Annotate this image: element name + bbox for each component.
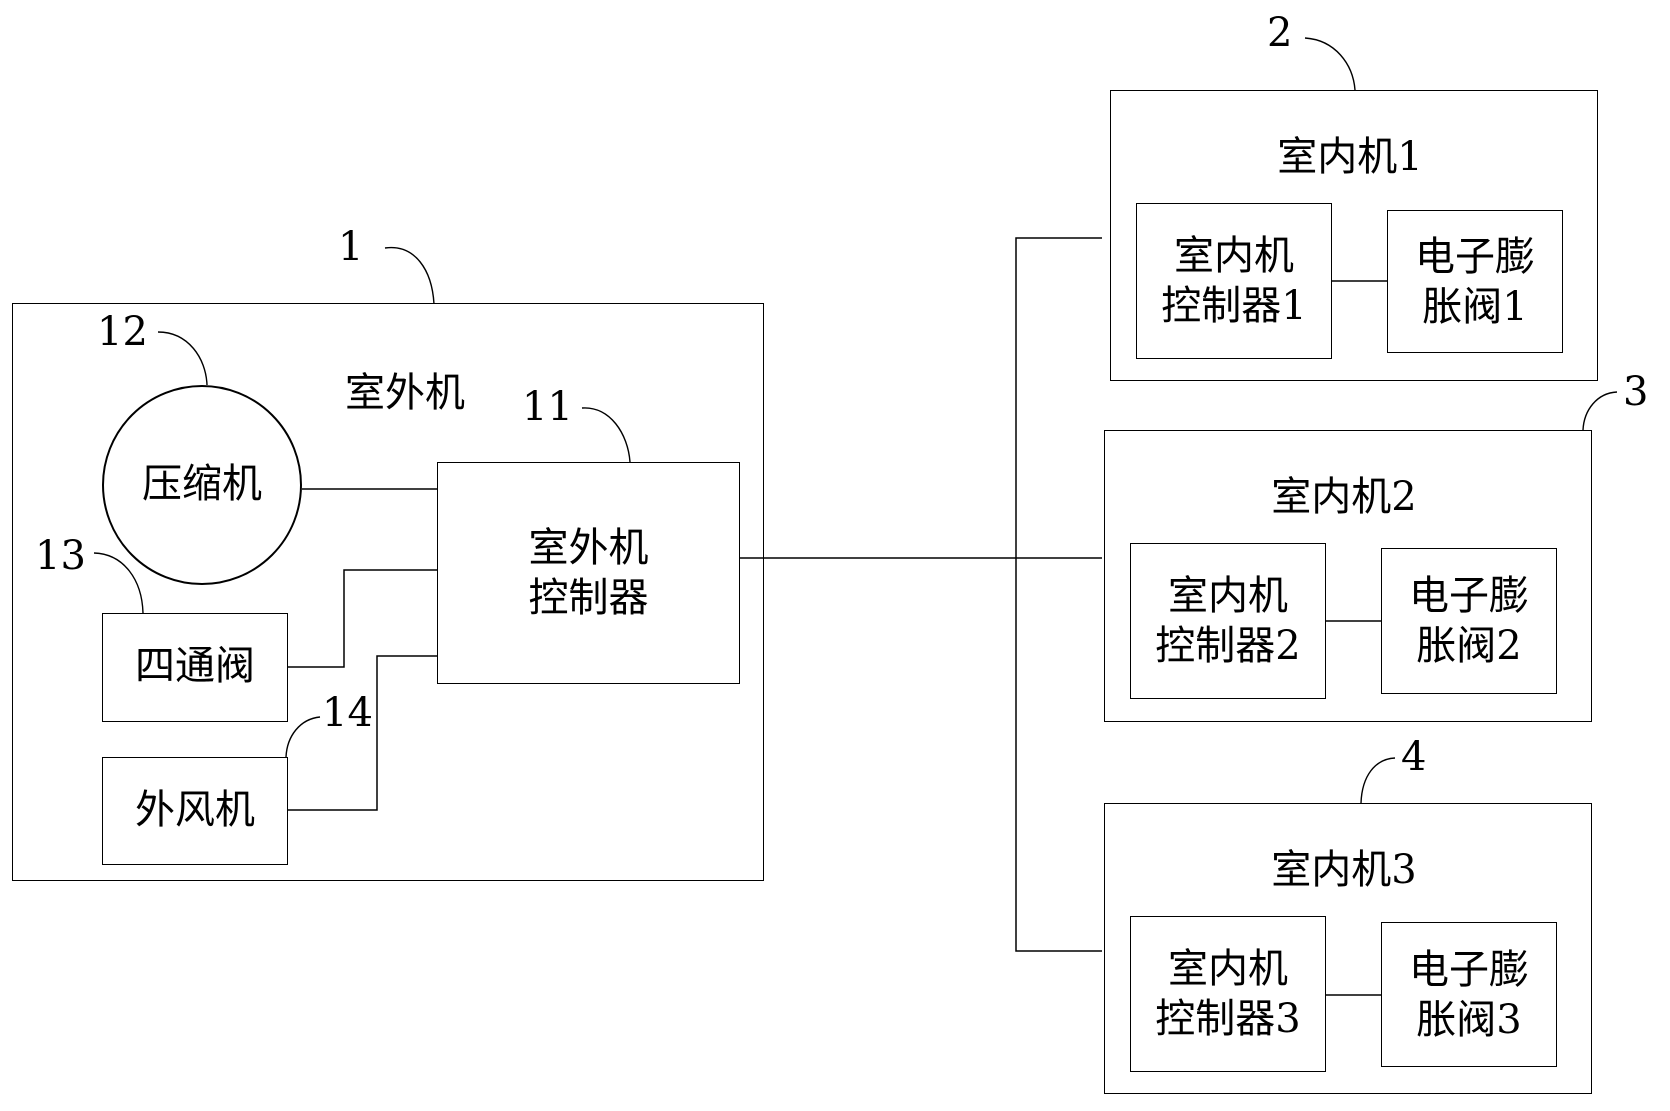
outdoor-controller-line2: 控制器 xyxy=(529,573,649,623)
compressor-label: 压缩机 xyxy=(112,460,292,508)
leader-4 xyxy=(1361,758,1395,803)
outdoor-controller-line1: 室外机 xyxy=(529,523,649,573)
expansion-valve-2-line2: 胀阀2 xyxy=(1416,621,1521,671)
four-way-valve-label: 四通阀 xyxy=(102,642,288,690)
leader-1 xyxy=(385,248,434,304)
indoor-controller-1-line1: 室内机 xyxy=(1174,231,1294,281)
indoor-unit-2-title: 室内机2 xyxy=(1234,473,1454,521)
leader-3 xyxy=(1583,392,1617,430)
indoor-controller-1-box: 室内机 控制器1 xyxy=(1136,203,1332,359)
expansion-valve-1-box: 电子膨 胀阀1 xyxy=(1387,210,1563,353)
indoor-controller-3-line2: 控制器3 xyxy=(1155,994,1300,1044)
indoor-bus xyxy=(1016,238,1102,951)
outdoor-unit-ref: 1 xyxy=(338,227,363,267)
indoor-controller-3-line1: 室内机 xyxy=(1168,944,1288,994)
expansion-valve-2-line1: 电子膨 xyxy=(1409,571,1529,621)
expansion-valve-3-line2: 胀阀3 xyxy=(1416,995,1521,1045)
outdoor-fan-ref: 14 xyxy=(322,693,373,733)
outdoor-fan-label: 外风机 xyxy=(102,786,288,834)
indoor-controller-2-line1: 室内机 xyxy=(1168,571,1288,621)
four-way-valve-ref: 13 xyxy=(35,536,86,576)
indoor-unit-1-ref: 2 xyxy=(1267,13,1292,53)
leader-2 xyxy=(1305,38,1355,90)
indoor-unit-3-title: 室内机3 xyxy=(1234,846,1454,894)
indoor-unit-1-title: 室内机1 xyxy=(1240,133,1460,181)
compressor-ref: 12 xyxy=(97,312,148,352)
indoor-controller-2-line2: 控制器2 xyxy=(1155,621,1300,671)
indoor-controller-3-box: 室内机 控制器3 xyxy=(1130,916,1326,1072)
indoor-unit-2-ref: 3 xyxy=(1623,372,1648,412)
outdoor-controller-box: 室外机 控制器 xyxy=(437,462,740,684)
expansion-valve-1-line1: 电子膨 xyxy=(1415,232,1535,282)
outdoor-controller-ref: 11 xyxy=(522,387,573,427)
indoor-controller-1-line2: 控制器1 xyxy=(1161,281,1306,331)
expansion-valve-3-box: 电子膨 胀阀3 xyxy=(1381,922,1557,1067)
indoor-unit-3-ref: 4 xyxy=(1401,737,1426,777)
indoor-controller-2-box: 室内机 控制器2 xyxy=(1130,543,1326,699)
expansion-valve-2-box: 电子膨 胀阀2 xyxy=(1381,548,1557,694)
expansion-valve-3-line1: 电子膨 xyxy=(1409,945,1529,995)
expansion-valve-1-line2: 胀阀1 xyxy=(1422,282,1527,332)
outdoor-unit-title: 室外机 xyxy=(330,369,480,417)
